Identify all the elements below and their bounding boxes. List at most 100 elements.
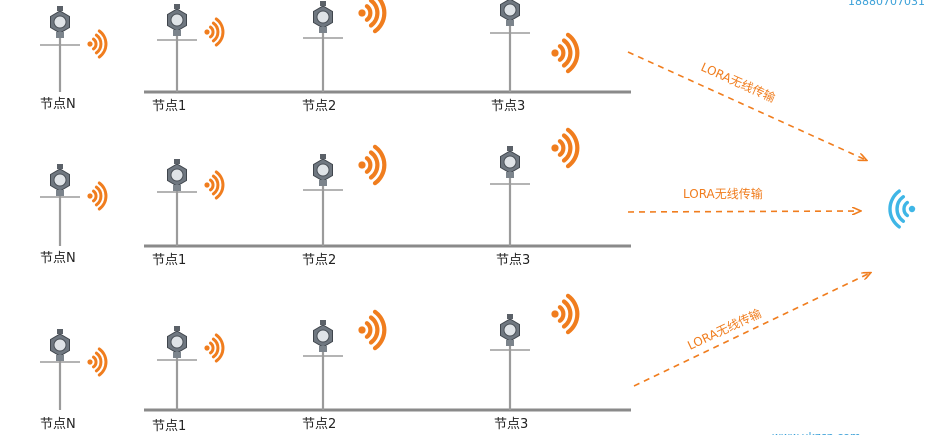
signal-wave-arc [97, 347, 108, 377]
gateway-wave-arc [902, 200, 909, 218]
gateway-wave-arc [895, 195, 905, 223]
transmitter-neck [173, 352, 181, 358]
signal-dot [204, 182, 210, 188]
node-label: 节点N [40, 251, 76, 266]
transmitter-display [503, 323, 517, 337]
transmitter-cap [320, 320, 326, 325]
node-label: 节点3 [491, 99, 525, 114]
signal-wave-arc [364, 156, 373, 174]
transmitter-display [503, 155, 517, 169]
signal-wave-arc [211, 21, 220, 43]
signal-dot [358, 326, 366, 334]
sensor-row-3: 节点N 节点1 节点2 节点3 [40, 293, 631, 434]
transmitter-display [170, 13, 184, 27]
signal-wave-arc [557, 139, 566, 157]
sensor-node: 节点1 [152, 4, 225, 114]
transmitter-display [316, 329, 330, 343]
signal-wave-arc [214, 170, 225, 200]
signal-wave-arc [368, 315, 380, 345]
signal-dot [204, 345, 210, 351]
signal-wave-arc [209, 25, 215, 39]
node-label: 节点2 [302, 99, 336, 114]
signal-wave-arc [364, 4, 373, 22]
link-label: LORA无线传输 [699, 59, 778, 105]
transmitter-neck [319, 180, 327, 186]
transmitter-display [53, 173, 67, 187]
signal-wave-arc [565, 293, 580, 335]
sensor-node: 节点2 [302, 309, 387, 432]
node-label: 节点3 [494, 417, 528, 432]
transmitter-cap [57, 164, 63, 169]
sensor-node: 节点1 [152, 326, 225, 434]
link-label: LORA无线传输 [685, 305, 764, 352]
corner-phone-text: 18880707031 [848, 0, 925, 8]
signal-wave-arc [372, 309, 387, 351]
transmitter-neck [173, 30, 181, 36]
signal-dot [551, 310, 559, 318]
signal-dot [551, 49, 559, 57]
transmitter-neck [56, 355, 64, 361]
signal-wave-arc [92, 189, 98, 203]
signal-wave-arc [557, 305, 566, 323]
lora-link-1: LORA无线传输 [627, 51, 866, 160]
transmitter-neck [173, 185, 181, 191]
transmitter-cap [57, 329, 63, 334]
node-label: 节点3 [496, 253, 530, 268]
transmitter-neck [506, 340, 514, 346]
signal-wave-arc [565, 127, 580, 169]
transmitter-display [170, 168, 184, 182]
signal-wave-arc [372, 0, 387, 34]
transmitter-cap [174, 326, 180, 331]
wifi-signal-icon [888, 189, 916, 229]
signal-dot [87, 193, 93, 199]
signal-wave-arc [214, 17, 225, 47]
signal-wave-arc [209, 178, 215, 192]
sensor-node: 节点2 [302, 144, 387, 268]
link-label: LORA无线传输 [683, 186, 763, 201]
sensor-node: 节点3 [490, 0, 580, 114]
signal-wave-arc [372, 144, 387, 186]
sensor-node: 节点N [40, 6, 108, 112]
transmitter-display [170, 335, 184, 349]
sensor-node: 节点N [40, 329, 108, 432]
gateway-dot [908, 205, 916, 213]
transmitter-display [503, 3, 517, 17]
dashed-arrow [627, 211, 860, 212]
transmitter-cap [57, 6, 63, 11]
transmitter-neck [506, 172, 514, 178]
signal-wave-arc [565, 32, 580, 74]
signal-wave-arc [368, 150, 380, 180]
sensor-node: 节点1 [152, 159, 225, 268]
lora-link-2: LORA无线传输 [627, 186, 860, 212]
signal-wave-arc [211, 337, 220, 359]
signal-wave-arc [557, 44, 566, 62]
transmitter-display [316, 10, 330, 24]
sensor-node: 节点2 [302, 0, 387, 114]
signal-wave-arc [97, 29, 108, 59]
dashed-arrow [633, 273, 870, 387]
transmitter-cap [174, 4, 180, 9]
transmitter-cap [320, 154, 326, 159]
node-label: 节点N [40, 417, 76, 432]
signal-dot [204, 29, 210, 35]
signal-wave-arc [94, 185, 103, 207]
node-label: 节点1 [152, 253, 186, 268]
sensor-row-1: 节点N 节点1 节点2 节点3 [40, 0, 631, 114]
signal-wave-arc [92, 355, 98, 369]
signal-wave-arc [211, 174, 220, 196]
transmitter-display [316, 163, 330, 177]
signal-wave-arc [97, 181, 108, 211]
signal-wave-arc [561, 133, 573, 163]
gateway-wave-arc [888, 189, 901, 229]
sensor-node: 节点3 [490, 293, 580, 432]
signal-wave-arc [214, 333, 225, 363]
sensor-row-2: 节点N 节点1 节点2 节点3 [40, 127, 631, 268]
signal-dot [551, 144, 559, 152]
transmitter-display [53, 15, 67, 29]
node-label: 节点1 [152, 99, 186, 114]
signal-wave-arc [209, 341, 215, 355]
signal-wave-arc [364, 321, 373, 339]
sensor-node: 节点N [40, 164, 108, 266]
signal-wave-arc [94, 33, 103, 55]
signal-wave-arc [94, 351, 103, 373]
